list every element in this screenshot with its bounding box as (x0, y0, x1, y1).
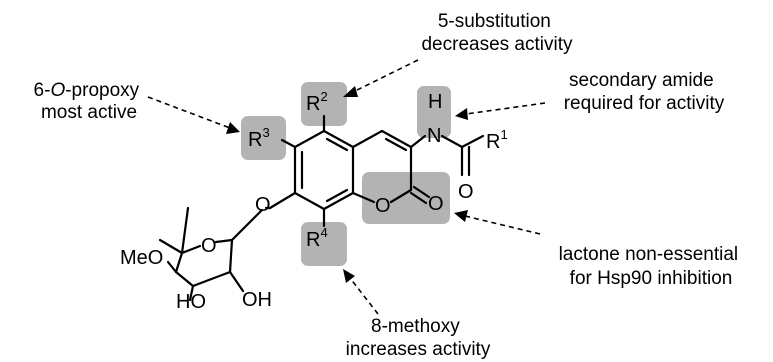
aryl-oxygen-label: O (255, 194, 271, 216)
annotation-texts: 5-substitution decreases activity 6-O-pr… (34, 11, 744, 360)
arrowhead-nh (455, 108, 468, 120)
arrowhead-lactone (454, 210, 468, 222)
nh-nitrogen-label: N (427, 125, 441, 147)
arrowhead-r4 (343, 269, 355, 283)
methoxy-label: MeO (120, 247, 163, 269)
atom-labels: R2 R3 R4 R1 H N O O O O O MeO HO OH (120, 89, 508, 313)
arrow-to-nh (465, 102, 546, 115)
annotation-8-methoxy: 8-methoxy increases activity (346, 316, 491, 360)
r4-highlight (301, 222, 347, 266)
r1-label: R1 (486, 127, 508, 153)
arrow-to-r4 (349, 277, 379, 315)
r4-label: R4 (306, 225, 328, 251)
ring-oxygen-label: O (375, 195, 391, 217)
annotation-lactone: lactone non-essential for Hsp90 inhibiti… (559, 244, 744, 289)
r3-label: R3 (248, 125, 270, 151)
annotation-secondary-amide: secondary amide required for activity (564, 70, 725, 114)
annotation-6-o-propoxy: 6-O-propoxy most active (34, 80, 145, 123)
lactone-highlight (362, 172, 450, 224)
hydroxy-right-label: OH (242, 289, 272, 311)
hydroxy-left-label: HO (176, 291, 206, 313)
arrow-to-lactone (464, 215, 541, 235)
nh-highlight (417, 86, 451, 138)
annotation-5-substitution: 5-substitution decreases activity (421, 11, 573, 55)
arrow-to-r3 (147, 96, 231, 129)
r2-highlight (301, 82, 347, 126)
sugar-moiety (158, 206, 264, 302)
arrow-to-r2 (352, 59, 419, 93)
r2-label: R2 (306, 89, 328, 115)
arrowhead-r3 (226, 122, 240, 134)
lactone-oxygen-label: O (428, 193, 444, 215)
annotation-arrows (147, 59, 546, 315)
arrowhead-r2 (343, 86, 358, 97)
coumarin-core (264, 114, 485, 228)
nh-hydrogen-label: H (428, 91, 442, 113)
sugar-ring-oxygen-label: O (201, 235, 217, 257)
r3-highlight (241, 116, 286, 160)
amide-oxygen-label: O (458, 181, 474, 203)
